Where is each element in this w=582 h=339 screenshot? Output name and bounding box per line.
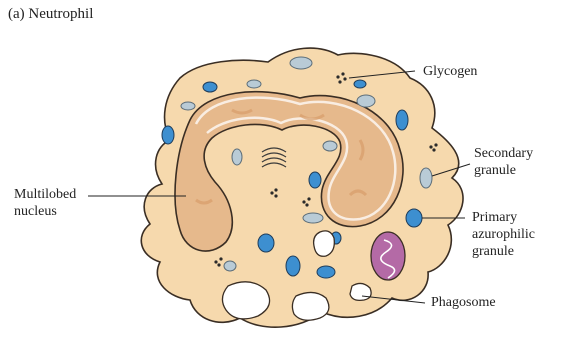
label-nucleus-line2: nucleus (14, 203, 76, 220)
label-primary-line3: granule (472, 243, 535, 260)
label-primary-line2: azurophilic (472, 226, 535, 243)
label-secondary-line2: granule (474, 162, 533, 179)
label-secondary-line1: Secondary (474, 145, 533, 162)
label-phagosome: Phagosome (431, 294, 496, 311)
label-multilobed-nucleus: Multilobed nucleus (14, 186, 76, 220)
label-primary-granule: Primary azurophilic granule (472, 209, 535, 260)
label-nucleus-line1: Multilobed (14, 186, 76, 203)
mitochondrion (371, 232, 405, 280)
label-glycogen: Glycogen (423, 63, 477, 80)
label-secondary-granule: Secondary granule (474, 145, 533, 179)
label-primary-line1: Primary (472, 209, 535, 226)
